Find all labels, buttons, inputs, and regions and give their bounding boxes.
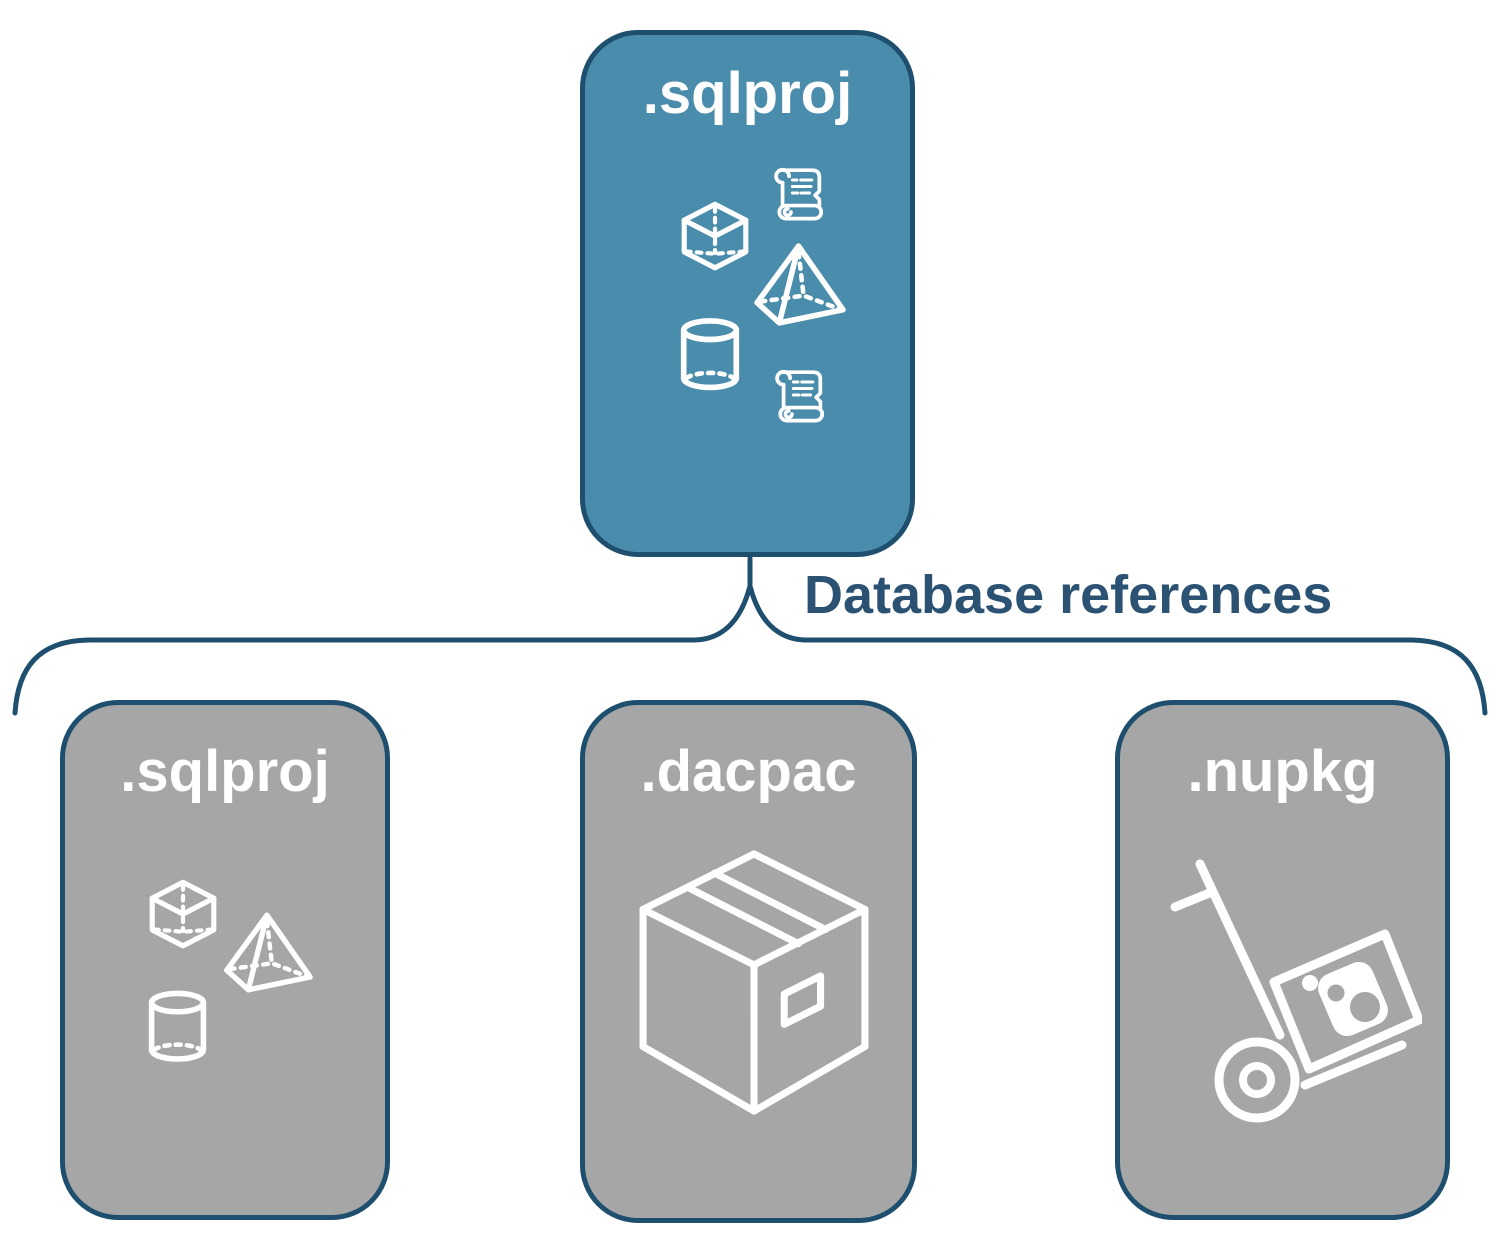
cylinder-icon — [145, 988, 210, 1067]
root-node-sqlproj: .sqlproj — [580, 30, 915, 557]
child-node-title: .sqlproj — [120, 739, 330, 804]
scroll-icon — [770, 164, 824, 222]
pyramid-icon — [743, 239, 849, 330]
nuget-handtruck-icon — [1162, 857, 1422, 1127]
package-box-icon — [633, 845, 875, 1121]
connector-label: Database references — [804, 565, 1333, 625]
child-node-sqlproj: .sqlproj — [60, 700, 390, 1220]
root-node-title: .sqlproj — [642, 61, 853, 126]
child-node-nupkg: .nupkg — [1115, 700, 1450, 1220]
scroll-icon — [771, 366, 825, 424]
child-node-title: .nupkg — [1187, 739, 1378, 804]
pyramid-icon — [213, 906, 316, 999]
child-node-title: .dacpac — [640, 739, 857, 804]
cylinder-icon — [677, 317, 743, 394]
child-node-dacpac: .dacpac — [580, 700, 917, 1223]
